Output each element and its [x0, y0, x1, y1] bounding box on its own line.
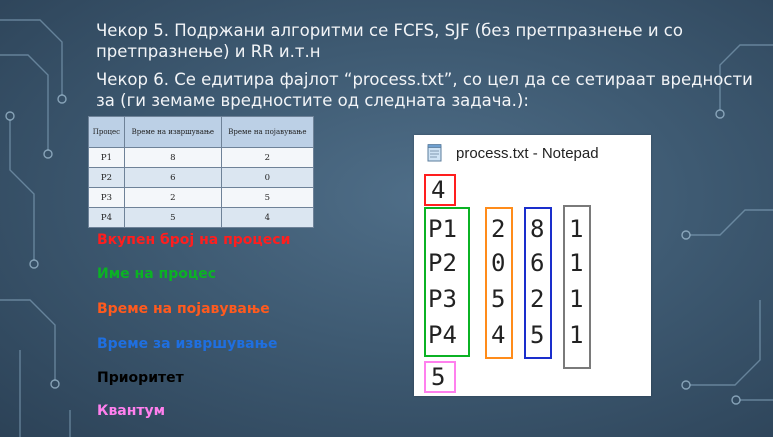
table-cell: 2	[220, 147, 315, 168]
legend-burst-time: Време за извршување	[97, 336, 278, 352]
header-arrival-time: Време на појавување	[220, 116, 315, 148]
table-cell: 5	[123, 207, 222, 228]
legend-arrival-time: Време на појавување	[97, 301, 270, 317]
step-6-text: Чекор 6. Се едитира фајлот “process.txt”…	[96, 70, 753, 110]
legend-priority: Приоритет	[97, 370, 184, 386]
legend-process-name: Име на процес	[97, 266, 217, 282]
arrival-box	[485, 207, 513, 359]
step-5-text: Чекор 5. Подржани алгоритми се FCFS, SJF…	[96, 21, 683, 61]
table-header-row: Процес Време на извршување Време на поја…	[88, 116, 315, 148]
priority-value: 1	[569, 285, 584, 313]
process-name: P3	[428, 285, 457, 313]
process-name: P2	[428, 249, 457, 277]
legend-quantum: Квантум	[97, 403, 166, 419]
priority-value: 1	[569, 249, 584, 277]
names-box	[424, 207, 470, 357]
header-process: Процес	[88, 116, 125, 148]
arrival-value: 0	[491, 249, 506, 277]
notepad-window: process.txt - Notepad 4 P1 P2 P3 P4 2 0 …	[414, 135, 651, 396]
quantum-value: 5	[431, 363, 446, 391]
table-cell: P2	[88, 167, 125, 188]
table-row: P3 2 5	[88, 187, 315, 208]
arrival-value: 2	[491, 215, 506, 243]
table-cell: 6	[123, 167, 222, 188]
table-cell: 0	[220, 167, 315, 188]
notepad-icon	[427, 144, 442, 162]
count-box	[424, 174, 456, 206]
quantum-box	[424, 361, 456, 393]
table-row: P4 5 4	[88, 207, 315, 228]
process-name: P4	[428, 321, 457, 349]
burst-value: 2	[530, 285, 545, 313]
burst-box	[524, 207, 552, 359]
priority-value: 1	[569, 215, 584, 243]
arrival-value: 4	[491, 321, 506, 349]
process-count-value: 4	[431, 176, 446, 204]
burst-value: 5	[530, 321, 545, 349]
burst-value: 6	[530, 249, 545, 277]
priority-box	[563, 205, 591, 369]
burst-value: 8	[530, 215, 545, 243]
table-cell: P4	[88, 207, 125, 228]
notepad-title: process.txt - Notepad	[456, 145, 599, 162]
table-cell: 5	[220, 187, 315, 208]
table-cell: P3	[88, 187, 125, 208]
table-row: P1 8 2	[88, 147, 315, 168]
table-cell: 8	[123, 147, 222, 168]
priority-value: 1	[569, 321, 584, 349]
header-burst-time: Време на извршување	[123, 116, 222, 148]
table-cell: 4	[220, 207, 315, 228]
table-cell: 2	[123, 187, 222, 208]
legend-process-count: Вкупен број на процеси	[97, 232, 291, 248]
process-name: P1	[428, 215, 457, 243]
process-table: Процес Време на извршување Време на поја…	[88, 116, 315, 228]
arrival-value: 5	[491, 285, 506, 313]
table-row: P2 6 0	[88, 167, 315, 188]
table-cell: P1	[88, 147, 125, 168]
